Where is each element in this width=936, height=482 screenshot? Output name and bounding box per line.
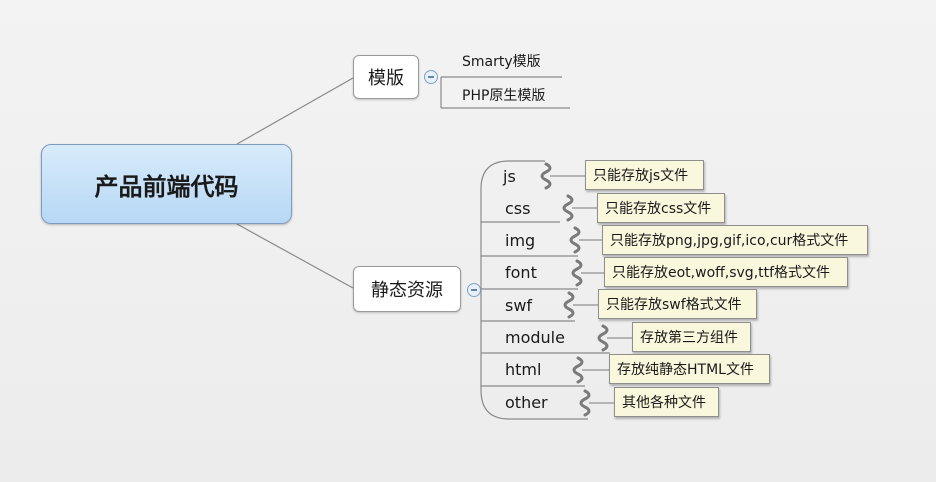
- note-img[interactable]: 只能存放png,jpg,gif,ico,cur格式文件: [602, 225, 868, 255]
- callout-font: [571, 259, 583, 287]
- subtopic-php-template[interactable]: PHP原生模版: [462, 88, 546, 104]
- root-topic-label: 产品前端代码: [94, 172, 239, 201]
- callout-swf: [563, 291, 575, 319]
- callout-css: [562, 194, 574, 222]
- note-other[interactable]: 其他各种文件: [614, 387, 719, 417]
- subtopic-other[interactable]: other: [505, 393, 548, 412]
- connector-root-static: [236, 223, 354, 289]
- minus-circle-icon[interactable]: [467, 283, 481, 297]
- subtopic-smarty-template[interactable]: Smarty模版: [462, 54, 541, 70]
- root-topic[interactable]: 产品前端代码: [41, 144, 292, 224]
- callout-other: [579, 389, 591, 417]
- minus-circle-icon[interactable]: [424, 70, 438, 84]
- subtopic-js[interactable]: js: [503, 167, 516, 186]
- note-js-text: 只能存放js文件: [593, 168, 689, 184]
- subtopic-swf[interactable]: swf: [505, 296, 533, 315]
- topic-template-label: 模版: [368, 68, 404, 89]
- note-font-text: 只能存放eot,woff,svg,ttf格式文件: [612, 265, 831, 281]
- note-js[interactable]: 只能存放js文件: [585, 160, 704, 190]
- callout-module: [597, 324, 609, 352]
- note-css-text: 只能存放css文件: [605, 201, 712, 217]
- note-swf[interactable]: 只能存放swf格式文件: [598, 289, 757, 319]
- note-font[interactable]: 只能存放eot,woff,svg,ttf格式文件: [604, 257, 848, 287]
- callout-js: [540, 162, 552, 190]
- note-module-text: 存放第三方组件: [640, 330, 738, 346]
- note-img-text: 只能存放png,jpg,gif,ico,cur格式文件: [610, 233, 849, 249]
- note-module[interactable]: 存放第三方组件: [632, 322, 751, 352]
- topic-static-resources[interactable]: 静态资源: [353, 266, 461, 312]
- note-swf-text: 只能存放swf格式文件: [606, 297, 742, 313]
- subtopic-css[interactable]: css: [505, 199, 531, 218]
- subtopic-font[interactable]: font: [505, 263, 537, 282]
- note-html[interactable]: 存放纯静态HTML文件: [609, 354, 770, 384]
- callout-img: [569, 226, 581, 254]
- subtopic-img[interactable]: img: [505, 231, 536, 250]
- callout-html: [572, 356, 584, 384]
- connector-static-children: [480, 160, 610, 420]
- topic-static-resources-label: 静态资源: [371, 280, 443, 301]
- subtopic-module[interactable]: module: [505, 328, 565, 347]
- connector-root-template: [236, 77, 354, 145]
- note-css[interactable]: 只能存放css文件: [597, 193, 725, 223]
- note-html-text: 存放纯静态HTML文件: [617, 362, 754, 378]
- subtopic-html[interactable]: html: [505, 360, 542, 379]
- topic-template[interactable]: 模版: [353, 55, 419, 99]
- note-other-text: 其他各种文件: [622, 395, 706, 411]
